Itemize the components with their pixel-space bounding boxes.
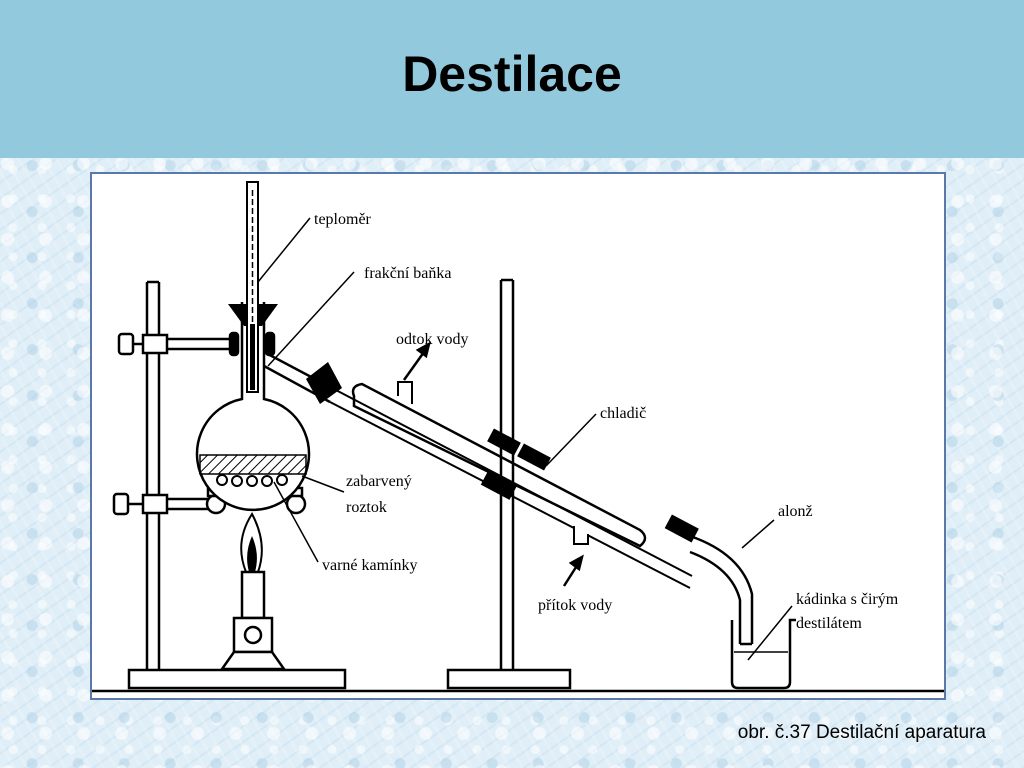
- right-stand: [446, 278, 572, 690]
- bunsen-burner: [219, 512, 287, 671]
- label-beaker-1: kádinka s čirým: [796, 591, 899, 608]
- distillation-diagram: teploměr frakční baňka odtok vody chladi…: [90, 172, 946, 700]
- label-thermometer: teploměr: [314, 211, 372, 228]
- condenser: [329, 381, 699, 589]
- label-colored-solution-1: zabarvený: [346, 473, 412, 490]
- boiling-chips: [216, 474, 288, 487]
- label-flask: frakční baňka: [364, 265, 452, 282]
- label-boiling-chips: varné kamínky: [322, 557, 418, 574]
- label-beaker-2: destilátem: [796, 615, 862, 632]
- distillation-apparatus-drawing: teploměr frakční baňka odtok vody chladi…: [92, 181, 944, 693]
- label-adapter: alonž: [778, 503, 813, 520]
- label-water-out: odtok vody: [396, 331, 468, 348]
- slide-title: Destilace: [402, 46, 622, 102]
- label-leaders: [257, 217, 793, 661]
- adapter: [689, 534, 754, 646]
- label-condenser: chladič: [600, 405, 646, 422]
- thermometer: [246, 181, 259, 393]
- label-colored-solution-2: roztok: [346, 499, 387, 516]
- figure-caption: obr. č.37 Destilační aparatura: [737, 722, 986, 743]
- condenser-joint-clamp: [306, 362, 342, 404]
- water-arrows: [402, 341, 584, 587]
- title-band: Destilace: [0, 0, 1024, 158]
- beaker: [730, 618, 796, 690]
- label-water-in: přítok vody: [538, 597, 612, 614]
